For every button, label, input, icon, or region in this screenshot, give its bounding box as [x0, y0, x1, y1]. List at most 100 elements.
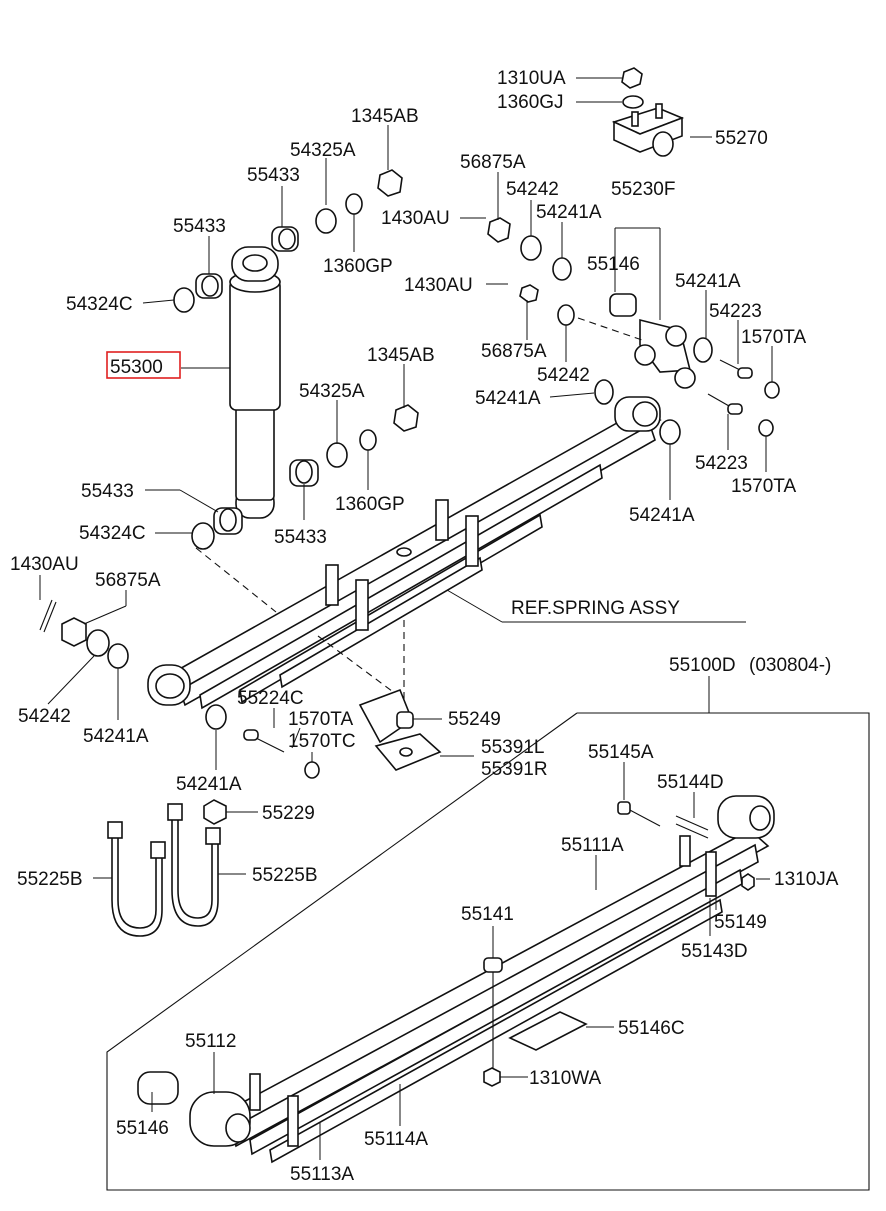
part-label-54242-mid[interactable]: 54242 [537, 365, 590, 386]
part-label-55433-d[interactable]: 55433 [274, 527, 327, 548]
part-label-55146c[interactable]: 55146C [618, 1018, 685, 1039]
part-label-55114a[interactable]: 55114A [364, 1129, 428, 1150]
part-label-1570ta-front[interactable]: 1570TA [288, 709, 353, 730]
part-label-55225b-right[interactable]: 55225B [252, 865, 318, 886]
part-label-1345ab-lower[interactable]: 1345AB [367, 345, 435, 366]
rebound-bolt [617, 801, 661, 827]
part-label-54241a-a[interactable]: 54241A [536, 202, 602, 223]
shock-washer-lower-3 [359, 429, 377, 451]
part-label-54242-lower[interactable]: 54242 [18, 706, 71, 727]
shock-nut-lower [393, 404, 419, 432]
u-bolt-right[interactable] [167, 803, 221, 927]
part-label-54241a-d[interactable]: 54241A [629, 505, 695, 526]
part-label-55111a[interactable]: 55111A [561, 835, 624, 856]
part-label-55229[interactable]: 55229 [262, 803, 315, 824]
part-label-56875a-upper[interactable]: 56875A [460, 152, 526, 173]
shock-bushing-lower-right [289, 459, 319, 487]
part-label-55149[interactable]: 55149 [714, 912, 767, 933]
spring-shackle[interactable] [609, 293, 696, 389]
part-label-56875a-mid[interactable]: 56875A [481, 341, 547, 362]
u-bolt-nut [203, 799, 227, 825]
spacer-pipe [675, 815, 709, 839]
bump-stopper[interactable] [611, 103, 685, 157]
part-label-55249[interactable]: 55249 [448, 709, 501, 730]
grease-fitting-lower [758, 419, 774, 437]
part-label-55391r[interactable]: 55391R [481, 759, 548, 780]
shackle-nut-2 [519, 284, 539, 303]
bumper-washer [622, 95, 644, 109]
part-label-55113a[interactable]: 55113A [290, 1164, 354, 1185]
part-label-1310ja[interactable]: 1310JA [774, 869, 839, 890]
front-eye-washer [205, 704, 227, 730]
part-label-55433-b[interactable]: 55433 [173, 216, 226, 237]
spring-pad-sheet [508, 1011, 588, 1051]
leaf-spring-upper[interactable] [147, 396, 662, 710]
part-label-54242-upper[interactable]: 54242 [506, 179, 559, 200]
part-label-55112[interactable]: 55112 [185, 1031, 236, 1052]
part-label-54241a-f[interactable]: 54241A [176, 774, 242, 795]
part-label-1430au-a[interactable]: 1430AU [381, 208, 450, 229]
part-label-1570tc[interactable]: 1570TC [288, 731, 356, 752]
assembly-box-outline [106, 712, 870, 1191]
part-label-54241a-e[interactable]: 54241A [83, 726, 149, 747]
part-label-54223-upper[interactable]: 54223 [709, 301, 762, 322]
part-label-54324c-lower[interactable]: 54324C [79, 523, 146, 544]
part-label-55433-a[interactable]: 55433 [247, 165, 300, 186]
assembly-label[interactable]: 55100D [669, 655, 736, 676]
spring-eye-washer-2 [659, 419, 681, 445]
part-label-1310wa[interactable]: 1310WA [529, 1068, 601, 1089]
part-label-1310ua[interactable]: 1310UA [497, 68, 566, 89]
part-label-55144d[interactable]: 55144D [657, 772, 724, 793]
part-label-1570ta-upper[interactable]: 1570TA [741, 327, 806, 348]
spring-eye-washer [594, 379, 614, 405]
part-label-54325a-upper[interactable]: 54325A [290, 140, 356, 161]
shock-nut-upper [377, 169, 403, 197]
part-label-55143d[interactable]: 55143D [681, 941, 748, 962]
part-label-54324c-upper[interactable]: 54324C [66, 294, 133, 315]
part-label-55433-c[interactable]: 55433 [81, 481, 134, 502]
shackle-bushing [520, 235, 542, 261]
part-label-55270[interactable]: 55270 [715, 128, 768, 149]
leaf-spring-assembly[interactable] [189, 795, 775, 1164]
part-label-55224c[interactable]: 55224C [237, 688, 304, 709]
shock-bushing-upper-left [195, 273, 223, 299]
shock-washer-upper-3 [345, 193, 363, 215]
shock-absorber[interactable] [229, 246, 281, 519]
part-label-1430au-b[interactable]: 1430AU [404, 275, 473, 296]
part-label-1570ta-lower[interactable]: 1570TA [731, 476, 796, 497]
part-label-1360gp-upper[interactable]: 1360GP [323, 256, 393, 277]
u-bolt-left[interactable] [107, 821, 166, 937]
shackle-washer-3 [693, 337, 713, 363]
part-label-54325a-lower[interactable]: 54325A [299, 381, 365, 402]
part-label-55225b-left[interactable]: 55225B [17, 869, 83, 890]
part-label-55391l[interactable]: 55391L [481, 737, 544, 758]
clip-nut [741, 873, 755, 891]
assembly-note: (030804-) [749, 655, 831, 676]
part-label-55146-lower[interactable]: 55146 [116, 1118, 169, 1139]
part-label-1360gj[interactable]: 1360GJ [497, 92, 564, 113]
part-label-54241a-b[interactable]: 54241A [675, 271, 741, 292]
shackle-nut [487, 217, 511, 243]
part-label-55230f[interactable]: 55230F [611, 179, 675, 200]
shackle-bolt-lower [707, 393, 743, 415]
shock-washer-lower [191, 522, 215, 550]
spring-seat-bracket[interactable] [358, 688, 442, 771]
grease-fitting-upper [764, 381, 780, 399]
shackle-bolt-upper [719, 359, 753, 379]
part-label-54241a-c[interactable]: 54241A [475, 388, 541, 409]
part-label-1430au-c[interactable]: 1430AU [10, 554, 79, 575]
reference-label: REF.SPRING ASSY [511, 598, 680, 619]
part-label-55145a[interactable]: 55145A [588, 742, 654, 763]
part-label-56875a-lower[interactable]: 56875A [95, 570, 161, 591]
lower-bushing [86, 629, 110, 657]
part-label-55141[interactable]: 55141 [461, 904, 514, 925]
part-label-55146-upper[interactable]: 55146 [587, 254, 640, 275]
part-label-1345ab-upper[interactable]: 1345AB [351, 106, 419, 127]
part-label-55300[interactable]: 55300 [110, 357, 163, 378]
spring-pad [396, 711, 414, 729]
cotter-pin [39, 599, 57, 633]
part-label-1360gp-lower[interactable]: 1360GP [335, 494, 405, 515]
center-pad [483, 957, 503, 973]
part-label-54223-lower[interactable]: 54223 [695, 453, 748, 474]
